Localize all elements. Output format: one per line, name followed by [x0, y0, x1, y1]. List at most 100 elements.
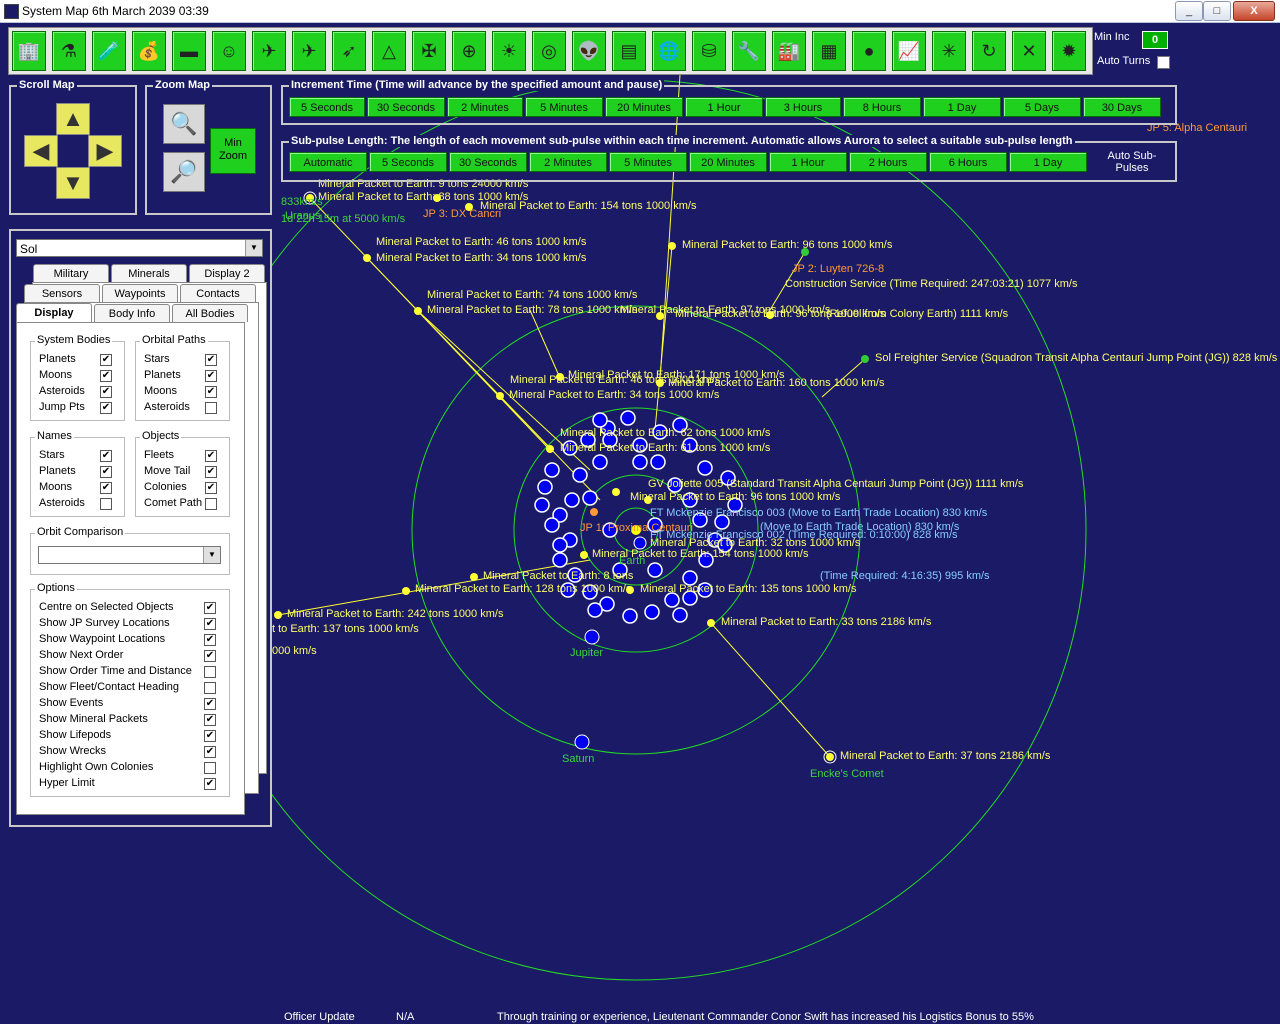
asteroid-marker[interactable] — [667, 477, 683, 493]
scroll-left-arrow-icon[interactable]: ◀ — [24, 135, 58, 167]
subpulse-button[interactable]: Automatic — [289, 152, 367, 172]
asteroid-marker[interactable] — [692, 512, 708, 528]
checkbox[interactable]: ✔ — [205, 370, 217, 382]
checkbox[interactable]: ✔ — [100, 402, 112, 414]
asteroid-marker[interactable] — [552, 537, 568, 553]
checkbox[interactable]: ✔ — [204, 602, 216, 614]
tab-minerals[interactable]: Minerals — [111, 264, 187, 282]
checkbox[interactable] — [205, 402, 217, 414]
checkbox[interactable]: ✔ — [100, 450, 112, 462]
increment-button[interactable]: 3 Hours — [765, 97, 841, 117]
checkbox[interactable]: ✔ — [204, 778, 216, 790]
asteroid-marker[interactable] — [697, 582, 713, 598]
flask-icon[interactable]: 🧪 — [92, 31, 126, 71]
increment-button[interactable]: 1 Day — [923, 97, 1001, 117]
asteroid-marker[interactable] — [544, 517, 560, 533]
asteroid-marker[interactable] — [698, 552, 714, 568]
asteroid-marker[interactable] — [612, 562, 628, 578]
orbit-comparison-select[interactable]: ▼ — [38, 546, 221, 564]
increment-button[interactable]: 30 Days — [1083, 97, 1161, 117]
asteroid-marker[interactable] — [717, 537, 733, 553]
increment-button[interactable]: 30 Seconds — [367, 97, 445, 117]
asteroid-marker[interactable] — [560, 582, 576, 598]
asteroid-marker[interactable] — [697, 460, 713, 476]
asteroid-marker[interactable] — [672, 607, 688, 623]
money-bag-icon[interactable]: 💰 — [132, 31, 166, 71]
checkbox[interactable] — [204, 762, 216, 774]
jet-icon[interactable]: ✈ — [252, 31, 286, 71]
asteroid-marker[interactable] — [682, 570, 698, 586]
tab-military[interactable]: Military — [33, 264, 109, 282]
subpulse-button[interactable]: 30 Seconds — [449, 152, 527, 172]
asteroid-marker[interactable] — [602, 432, 618, 448]
asteroid-marker[interactable] — [727, 497, 743, 513]
globe-icon[interactable]: 🌐 — [652, 31, 686, 71]
radar-icon[interactable]: ◎ — [532, 31, 566, 71]
circuit-icon[interactable]: ▦ — [812, 31, 846, 71]
asteroid-marker[interactable] — [562, 440, 578, 456]
asteroid-marker[interactable] — [534, 497, 550, 513]
asteroid-marker[interactable] — [537, 479, 553, 495]
asteroid-marker[interactable] — [682, 437, 698, 453]
asteroid-marker[interactable] — [572, 467, 588, 483]
tank-icon[interactable]: ▬ — [172, 31, 206, 71]
building-icon[interactable]: 🏢 — [12, 31, 46, 71]
scroll-down-arrow-icon[interactable]: ▼ — [56, 167, 90, 199]
increment-button[interactable]: 5 Days — [1003, 97, 1081, 117]
asteroid-marker[interactable] — [580, 432, 596, 448]
auto-turns-checkbox[interactable] — [1157, 56, 1170, 69]
checkbox[interactable]: ✔ — [205, 386, 217, 398]
asteroid-marker[interactable] — [664, 592, 680, 608]
asteroid-marker[interactable] — [582, 490, 598, 506]
system-select[interactable]: Sol ▼ — [16, 239, 263, 257]
checkbox[interactable]: ✔ — [204, 618, 216, 630]
tab-waypoints[interactable]: Waypoints — [102, 284, 178, 302]
barrels-icon[interactable]: ⛁ — [692, 31, 726, 71]
tab-contacts[interactable]: Contacts — [180, 284, 256, 302]
scroll-right-arrow-icon[interactable]: ▶ — [88, 135, 122, 167]
asteroid-marker[interactable] — [592, 412, 608, 428]
checkbox[interactable]: ✔ — [100, 370, 112, 382]
lab-icon[interactable]: ⚗ — [52, 31, 86, 71]
increment-button[interactable]: 1 Hour — [685, 97, 763, 117]
increment-button[interactable]: 5 Seconds — [289, 97, 365, 117]
asteroid-marker[interactable] — [599, 596, 615, 612]
asteroid-marker[interactable] — [647, 562, 663, 578]
chevron-down-icon[interactable]: ▼ — [245, 240, 262, 256]
asteroid-marker[interactable] — [544, 462, 560, 478]
planet-icon[interactable]: ● — [852, 31, 886, 71]
asteroid-marker[interactable] — [564, 492, 580, 508]
subpulse-button[interactable]: 5 Seconds — [369, 152, 447, 172]
tie-fighter-icon[interactable]: ✠ — [412, 31, 446, 71]
wrench-icon[interactable]: 🔧 — [732, 31, 766, 71]
checkbox[interactable]: ✔ — [100, 354, 112, 366]
asteroid-marker[interactable] — [552, 507, 568, 523]
increment-button[interactable]: 8 Hours — [843, 97, 921, 117]
alien-icon[interactable]: 👽 — [572, 31, 606, 71]
close-button[interactable]: X — [1233, 1, 1275, 21]
min-zoom-button[interactable]: Min Zoom — [210, 128, 256, 174]
asteroid-marker[interactable] — [602, 522, 618, 538]
maximize-button[interactable]: □ — [1203, 1, 1231, 21]
checkbox[interactable]: ✔ — [204, 730, 216, 742]
tab-display-2[interactable]: Display 2 — [189, 264, 265, 282]
checkbox[interactable]: ✔ — [204, 698, 216, 710]
checkbox[interactable]: ✔ — [205, 354, 217, 366]
checkbox[interactable]: ✔ — [100, 482, 112, 494]
subpulse-button[interactable]: 2 Hours — [849, 152, 927, 172]
increment-button[interactable]: 20 Minutes — [605, 97, 683, 117]
tab-sensors[interactable]: Sensors — [24, 284, 100, 302]
asteroid-marker[interactable] — [644, 604, 660, 620]
asteroid-marker[interactable] — [720, 470, 736, 486]
increment-button[interactable]: 2 Minutes — [447, 97, 523, 117]
factory-icon[interactable]: 🏭 — [772, 31, 806, 71]
tab-body-info[interactable]: Body Info — [94, 304, 170, 322]
subpulse-button[interactable]: 2 Minutes — [529, 152, 607, 172]
checkbox[interactable]: ✔ — [205, 482, 217, 494]
checkbox[interactable]: ✔ — [100, 466, 112, 478]
tab-display[interactable]: Display — [16, 303, 92, 323]
asteroid-marker[interactable] — [672, 417, 688, 433]
asteroid-marker[interactable] — [582, 584, 598, 600]
asteroid-marker[interactable] — [592, 454, 608, 470]
commander-portrait-icon[interactable]: ☺ — [212, 31, 246, 71]
